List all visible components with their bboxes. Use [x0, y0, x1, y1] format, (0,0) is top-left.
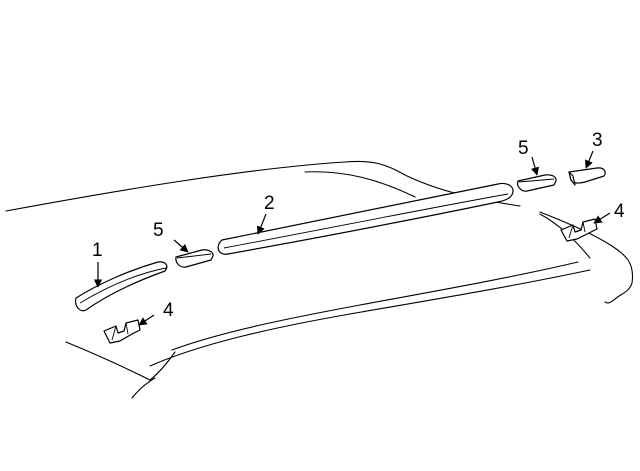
- callout-1: 1: [92, 240, 103, 261]
- cover-part-5-right: [516, 174, 557, 192]
- callout-2: 2: [264, 193, 275, 214]
- callout-4-left: 4: [163, 300, 174, 321]
- leader-3: [584, 150, 594, 169]
- leader-2: [256, 213, 267, 235]
- roof-inner-rail-line-2: [149, 269, 591, 367]
- roof-rail-part-2: [217, 182, 514, 255]
- roof-inner-rail-line: [171, 261, 579, 351]
- callout-leaders: [93, 150, 611, 326]
- vehicle-roof-outline: [5, 160, 634, 399]
- callout-5-right: 5: [518, 138, 529, 159]
- roof-front-edge: [5, 160, 521, 212]
- callout-numbers: 1 2 3 4 4 5 5: [92, 130, 625, 321]
- callout-4-right: 4: [614, 201, 625, 222]
- leader-4-left: [138, 314, 155, 326]
- roof-rear-curve: [65, 341, 176, 381]
- windshield-line: [304, 171, 416, 198]
- bracket-part-4-left: [103, 319, 141, 344]
- cover-part-5-left: [175, 249, 214, 268]
- roof-rear-edge: [131, 377, 156, 399]
- end-cap-part-3: [568, 167, 606, 186]
- rail-end-part-1: [75, 261, 168, 312]
- callout-3: 3: [592, 130, 603, 151]
- leader-4-right: [593, 212, 611, 224]
- leader-5-right: [530, 156, 540, 176]
- leader-5-left: [173, 239, 189, 253]
- callout-5-left: 5: [153, 220, 164, 241]
